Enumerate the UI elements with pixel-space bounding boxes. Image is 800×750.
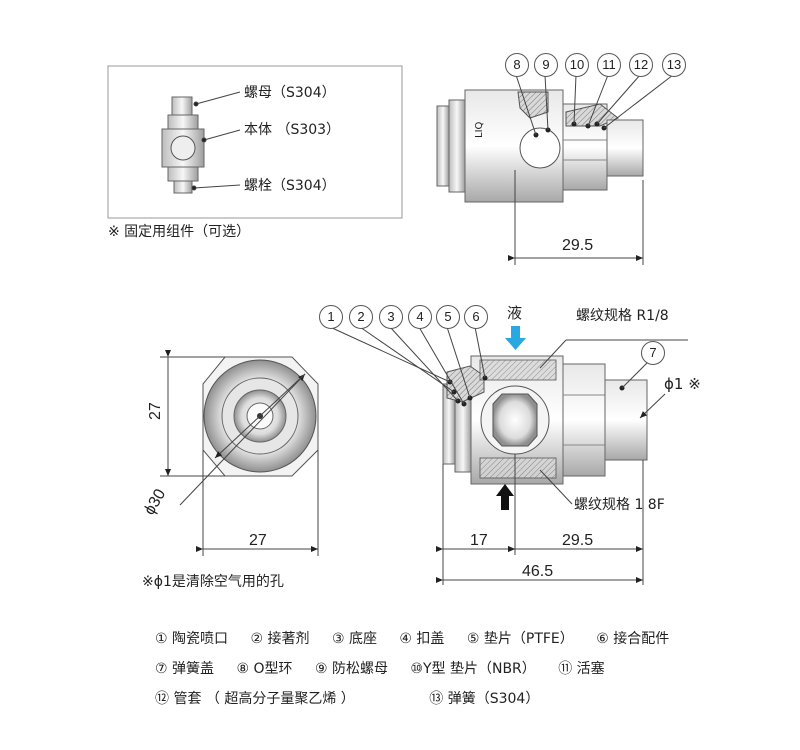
- main-view: [329, 326, 688, 585]
- legend-item: ⑪ 活塞: [558, 661, 605, 677]
- top-dim-29-5: 29.5: [562, 237, 594, 254]
- liq-marking: LIQ: [474, 121, 485, 138]
- legend-item: ① 陶瓷喷口: [155, 631, 229, 647]
- fixing-kit-drawing: [161, 96, 205, 194]
- legend-row-1: ① 陶瓷喷口 ② 接著剂 ③ 底座 ④ 扣盖 ⑤ 垫片（PTFE） ⑥ 接合配件: [155, 628, 687, 648]
- hole-label: ϕ1 ※: [664, 375, 701, 393]
- dim-17: 17: [470, 532, 488, 549]
- legend-item: ⑬ 弹簧（S304）: [429, 691, 540, 707]
- legend-item: ⑥ 接合配件: [596, 631, 670, 647]
- dim-46-5: 46.5: [522, 563, 554, 580]
- legend-row-3: ⑫ 管套 （ 超高分子量聚乙烯 ） ⑬ 弹簧（S304）: [155, 688, 557, 708]
- callout-13: 13: [662, 53, 686, 77]
- legend-item: ③ 底座: [331, 631, 377, 647]
- callout-8: 8: [505, 53, 529, 77]
- dim-27-horizontal: 27: [249, 532, 267, 549]
- callout-1: 1: [319, 305, 343, 329]
- legend-item: ② 接著剂: [250, 631, 310, 647]
- callout-7: 7: [641, 341, 665, 365]
- callout-6: 6: [464, 305, 488, 329]
- air-inlet-arrow: [496, 484, 514, 510]
- liquid-inlet-arrow: [505, 326, 526, 350]
- callout-10: 10: [565, 53, 589, 77]
- callout-4: 4: [408, 305, 432, 329]
- callout-12: 12: [629, 53, 653, 77]
- legend-item: ⑨ 防松螺母: [314, 661, 388, 677]
- nut-label: 螺母（S304）: [244, 85, 336, 101]
- legend-item: ⑤ 垫片（PTFE）: [466, 631, 574, 647]
- fixing-kit-note: ※ 固定用组件（可选）: [108, 224, 251, 240]
- legend-item: ④ 扣盖: [399, 631, 445, 647]
- top-assembly: [436, 74, 674, 265]
- hole-note: ※ϕ1是清除空气用的孔: [142, 574, 284, 590]
- fixing-kit-box: [107, 65, 403, 219]
- legend-row-2: ⑦ 弹簧盖 ⑧ O型环 ⑨ 防松螺母 ⑩Y型 垫片（NBR） ⑪ 活塞: [155, 658, 623, 678]
- legend-item: ⑧ O型环: [236, 661, 293, 677]
- thread-top-label: 螺纹规格 R1/8: [576, 308, 669, 324]
- thread-bottom-label: 螺纹规格 1 8F: [574, 497, 665, 513]
- legend-item: ⑫ 管套 （ 超高分子量聚乙烯 ）: [155, 691, 355, 707]
- legend-item: ⑦ 弹簧盖: [155, 661, 215, 677]
- callout-9: 9: [534, 53, 558, 77]
- liquid-label: 液: [507, 304, 523, 322]
- callout-11: 11: [597, 53, 621, 77]
- legend-item: ⑩Y型 垫片（NBR）: [410, 661, 536, 677]
- dim-29-5: 29.5: [562, 532, 594, 549]
- callout-2: 2: [349, 305, 373, 329]
- dim-27-vertical: 27: [147, 402, 164, 420]
- front-view: [160, 350, 319, 556]
- body-label: 本体 （S303）: [244, 122, 341, 138]
- bolt-label: 螺栓（S304）: [244, 178, 336, 194]
- callout-3: 3: [379, 305, 403, 329]
- callout-5: 5: [436, 305, 460, 329]
